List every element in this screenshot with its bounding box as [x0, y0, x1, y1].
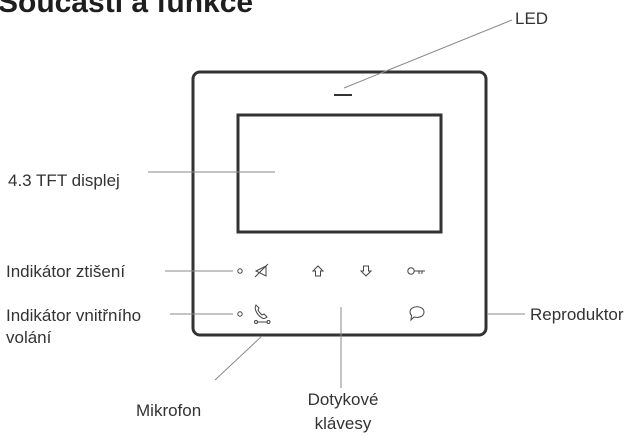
display-screen — [236, 113, 443, 234]
intercom-indicator-dot — [237, 311, 243, 317]
label-intercom-indicator-1: Indikátor vnitřního — [6, 306, 142, 325]
phone-intercom-icon — [254, 304, 271, 324]
leader-microphone — [214, 335, 263, 381]
arrow-up-icon — [311, 265, 325, 277]
leader-led — [343, 19, 513, 89]
mute-indicator-dot — [237, 268, 243, 274]
label-speaker: Reproduktor — [530, 305, 624, 324]
label-touch-keys-2: klávesy — [314, 414, 372, 433]
label-touch-keys-1: Dotykové — [307, 390, 379, 409]
page-title: Součásti a funkce — [0, 0, 254, 19]
label-display: 4.3 TFT displej — [8, 171, 120, 190]
label-microphone: Mikrofon — [136, 401, 202, 420]
leader-lines — [148, 19, 525, 388]
label-intercom-indicator-2: volání — [6, 328, 52, 347]
monitor-icon — [409, 306, 425, 322]
mute-icon — [254, 263, 269, 278]
label-led: LED — [515, 9, 549, 28]
key-icon — [407, 267, 425, 275]
arrow-down-icon — [359, 265, 373, 277]
label-mute-indicator: Indikátor ztišení — [6, 262, 126, 281]
